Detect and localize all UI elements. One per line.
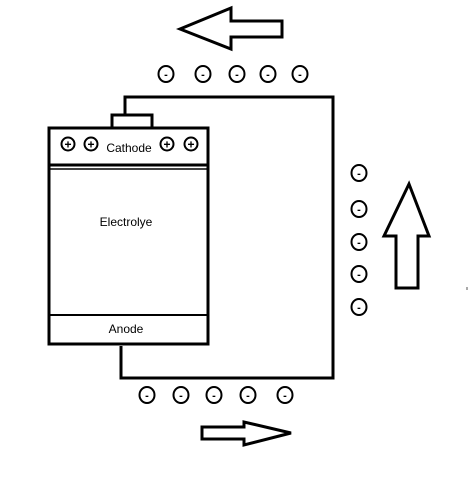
positive-charge: + [83, 136, 99, 152]
svg-text:-: - [164, 69, 168, 81]
cathode-label: Cathode [106, 141, 152, 155]
electron: - [239, 386, 257, 404]
svg-text:-: - [357, 302, 361, 314]
electron: - [350, 164, 368, 182]
svg-text:-: - [357, 204, 361, 216]
positive-charge: + [60, 136, 76, 152]
svg-text:-: - [357, 237, 361, 249]
battery: Cathode Electrolye Anode [47, 126, 210, 346]
svg-text:+: + [64, 138, 71, 152]
positive-charges: + + + + [60, 136, 199, 152]
electron: - [276, 386, 294, 404]
electron: - [194, 65, 212, 83]
electrons-right-column: - - - - - [350, 164, 368, 316]
positive-charge: + [159, 136, 175, 152]
circuit-wire [119, 95, 335, 380]
electrolyte-label: Electrolye [100, 215, 153, 229]
svg-text:-: - [145, 390, 149, 402]
electron: - [228, 65, 246, 83]
battery-body [47, 126, 210, 346]
svg-text:-: - [179, 390, 183, 402]
svg-text:-: - [246, 390, 250, 402]
svg-text:-: - [266, 69, 270, 81]
positive-charge: + [183, 136, 199, 152]
svg-text:-: - [283, 390, 287, 402]
electrons-top-row: - - - - - [157, 65, 309, 83]
svg-text:+: + [163, 138, 170, 152]
anode-label: Anode [109, 322, 144, 336]
arrow-left-icon [175, 5, 284, 52]
svg-text:-: - [357, 269, 361, 281]
electron: - [291, 65, 309, 83]
svg-text:+: + [187, 138, 194, 152]
electron: - [350, 265, 368, 283]
electron: - [205, 386, 223, 404]
electron: - [350, 298, 368, 316]
svg-text:-: - [298, 69, 302, 81]
svg-text:-: - [201, 69, 205, 81]
electron: - [259, 65, 277, 83]
electron: - [172, 386, 190, 404]
electron: - [138, 386, 156, 404]
electron: - [350, 200, 368, 218]
svg-text:-: - [235, 69, 239, 81]
electron: - [350, 233, 368, 251]
electrons-bottom-row: - - - - - [138, 386, 294, 404]
svg-text:+: + [87, 138, 94, 152]
svg-text:-: - [212, 390, 216, 402]
electron: - [157, 65, 175, 83]
arrow-right-icon [200, 420, 292, 447]
svg-text:-: - [357, 168, 361, 180]
arrow-up-icon [381, 180, 432, 290]
